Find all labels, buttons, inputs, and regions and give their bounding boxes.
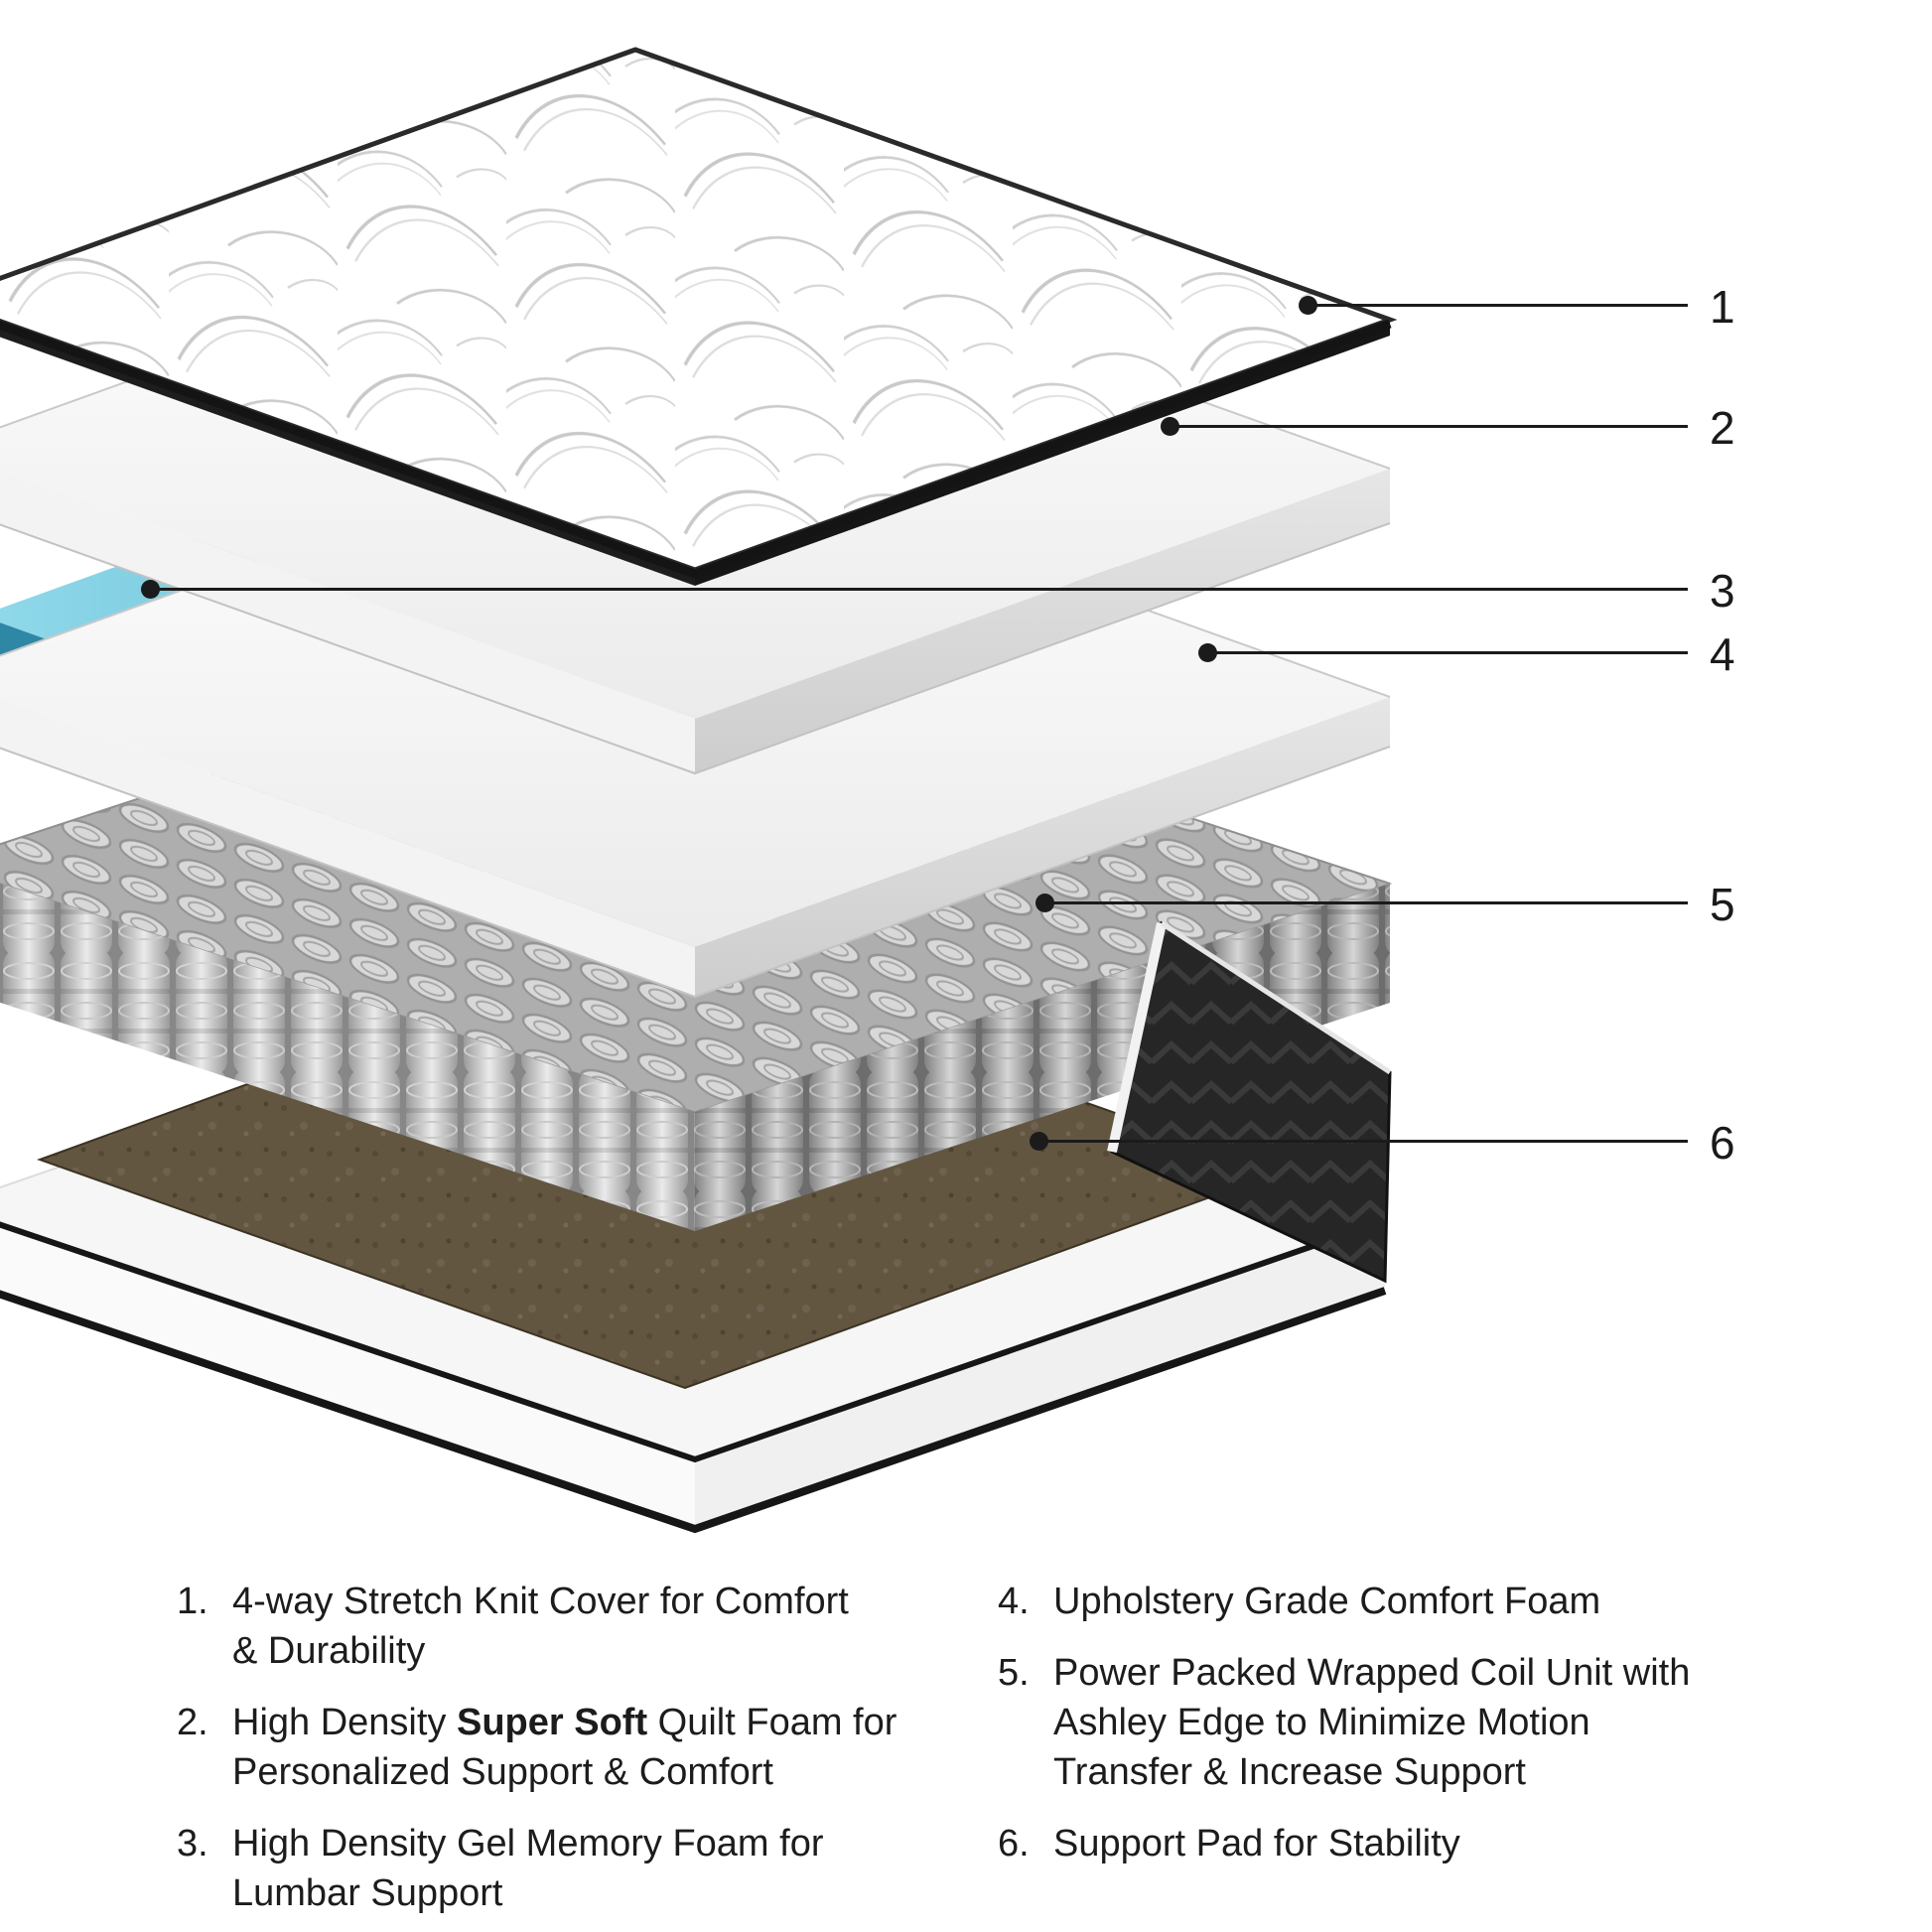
legend-item-2: 2. High Density Super Soft Quilt Foam fo… — [177, 1698, 961, 1797]
legend-column-left: 1. 4-way Stretch Knit Cover for Comfort … — [177, 1577, 961, 1918]
legend-item-2-number: 2. — [177, 1702, 208, 1743]
callout-line-2 — [1161, 417, 1688, 436]
callout-line-6 — [1030, 1132, 1688, 1151]
callout-number-2: 2 — [1710, 402, 1735, 454]
legend-item-6: 6. Support Pad for Stability — [998, 1819, 1812, 1868]
callout-number-4: 4 — [1710, 628, 1735, 680]
layer-knit-cover — [0, 47, 1398, 586]
callout-line-3 — [141, 580, 1688, 599]
legend-item-1-text: 4-way Stretch Knit Cover for Comfort & D… — [232, 1581, 849, 1672]
legend-item-2-text-post: Quilt Foam for Personalized Support & Co… — [232, 1702, 897, 1793]
legend-item-4-text: Upholstery Grade Comfort Foam — [1053, 1581, 1601, 1622]
callout-number-3: 3 — [1710, 565, 1735, 617]
legend-item-3: 3. High Density Gel Memory Foam for Lumb… — [177, 1819, 961, 1918]
legend-item-2-text-bold: Super Soft — [456, 1702, 648, 1743]
legend-item-5-text: Power Packed Wrapped Coil Unit with Ashl… — [1053, 1652, 1691, 1793]
callout-number-1: 1 — [1710, 281, 1735, 333]
legend-item-1: 1. 4-way Stretch Knit Cover for Comfort … — [177, 1577, 961, 1676]
legend-item-3-text: High Density Gel Memory Foam for Lumbar … — [232, 1823, 824, 1914]
legend-item-2-text-pre: High Density — [232, 1702, 457, 1743]
callout-line-5 — [1035, 894, 1688, 912]
callout-line-1 — [1299, 296, 1688, 315]
legend-item-6-number: 6. — [998, 1823, 1030, 1864]
callout-number-6: 6 — [1710, 1117, 1735, 1169]
mattress-corner-wedge — [1107, 920, 1392, 1284]
legend-item-6-text: Support Pad for Stability — [1053, 1823, 1460, 1864]
legend-item-5: 5. Power Packed Wrapped Coil Unit with A… — [998, 1648, 1812, 1797]
legend-item-4-number: 4. — [998, 1581, 1030, 1622]
callout-line-4 — [1198, 643, 1688, 662]
legend-item-3-number: 3. — [177, 1823, 208, 1864]
legend-item-2-text: High Density Super Soft Quilt Foam for P… — [232, 1698, 897, 1797]
legend-item-4: 4. Upholstery Grade Comfort Foam — [998, 1577, 1812, 1626]
callout-number-5: 5 — [1710, 879, 1735, 930]
legend-item-5-number: 5. — [998, 1652, 1030, 1694]
legend-item-1-number: 1. — [177, 1581, 208, 1622]
legend-column-right: 4. Upholstery Grade Comfort Foam 5. Powe… — [998, 1577, 1812, 1868]
